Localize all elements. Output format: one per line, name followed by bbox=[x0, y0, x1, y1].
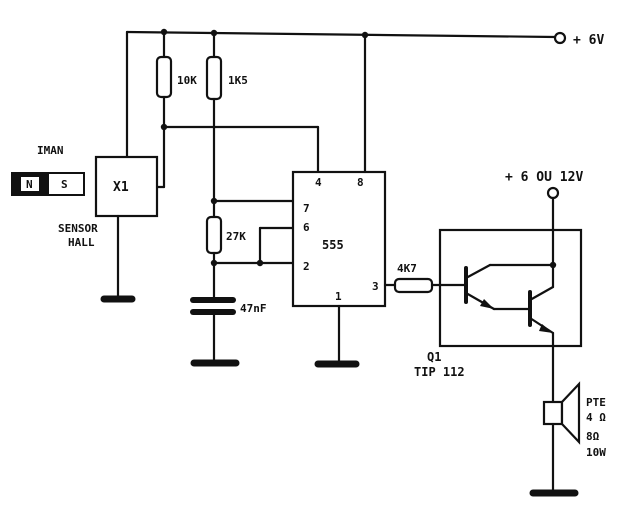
transistor-part: TIP 112 bbox=[414, 365, 465, 379]
wire-reset bbox=[162, 125, 320, 174]
resistor-10k-label: 10K bbox=[177, 74, 197, 87]
speaker bbox=[529, 381, 581, 497]
pin-2: 2 bbox=[303, 260, 310, 273]
speaker-label-4: 10W bbox=[586, 446, 606, 459]
transistor-ref: Q1 bbox=[427, 350, 441, 364]
wire-threshold-trigger bbox=[212, 226, 295, 265]
resistor-4k7-label: 4K7 bbox=[397, 262, 417, 275]
supply-main-label: + 6V bbox=[573, 33, 604, 48]
pin-6: 6 bbox=[303, 221, 310, 234]
pin-1: 1 bbox=[335, 290, 342, 303]
speaker-label-1: PTE bbox=[586, 396, 606, 409]
magnet-title: IMAN bbox=[37, 144, 64, 157]
resistor-4k7 bbox=[393, 277, 467, 294]
capacitor-label: 47nF bbox=[240, 302, 267, 315]
supply-out-label: + 6 OU 12V bbox=[505, 170, 583, 185]
magnet-north: N bbox=[26, 178, 33, 191]
resistor-27k-label: 27K bbox=[226, 230, 246, 243]
speaker-label-3: 8Ω bbox=[586, 430, 600, 443]
resistor-1k5 bbox=[205, 31, 223, 219]
pin-4: 4 bbox=[315, 176, 322, 189]
resistor-10k bbox=[155, 30, 173, 189]
resistor-1k5-label: 1K5 bbox=[228, 74, 248, 87]
hall-sensor-ref: X1 bbox=[113, 180, 129, 195]
magnet-south: S bbox=[61, 178, 68, 191]
resistor-27k bbox=[205, 215, 223, 302]
supply-terminal bbox=[553, 31, 567, 45]
capacitor-47nf bbox=[190, 297, 240, 367]
hall-sensor-label-1: SENSOR bbox=[58, 222, 98, 235]
pin-8: 8 bbox=[357, 176, 364, 189]
hall-sensor bbox=[94, 155, 159, 303]
ic-555 bbox=[291, 33, 397, 368]
ic-label: 555 bbox=[322, 238, 344, 252]
pin-3: 3 bbox=[372, 280, 379, 293]
supply-out-terminal bbox=[546, 186, 560, 267]
magnet bbox=[11, 172, 85, 196]
speaker-label-2: 4 Ω bbox=[586, 411, 606, 424]
supply-rail bbox=[125, 28, 557, 159]
hall-sensor-label-2: HALL bbox=[68, 236, 95, 249]
darlington-transistor bbox=[438, 228, 583, 404]
pin-7: 7 bbox=[303, 202, 310, 215]
